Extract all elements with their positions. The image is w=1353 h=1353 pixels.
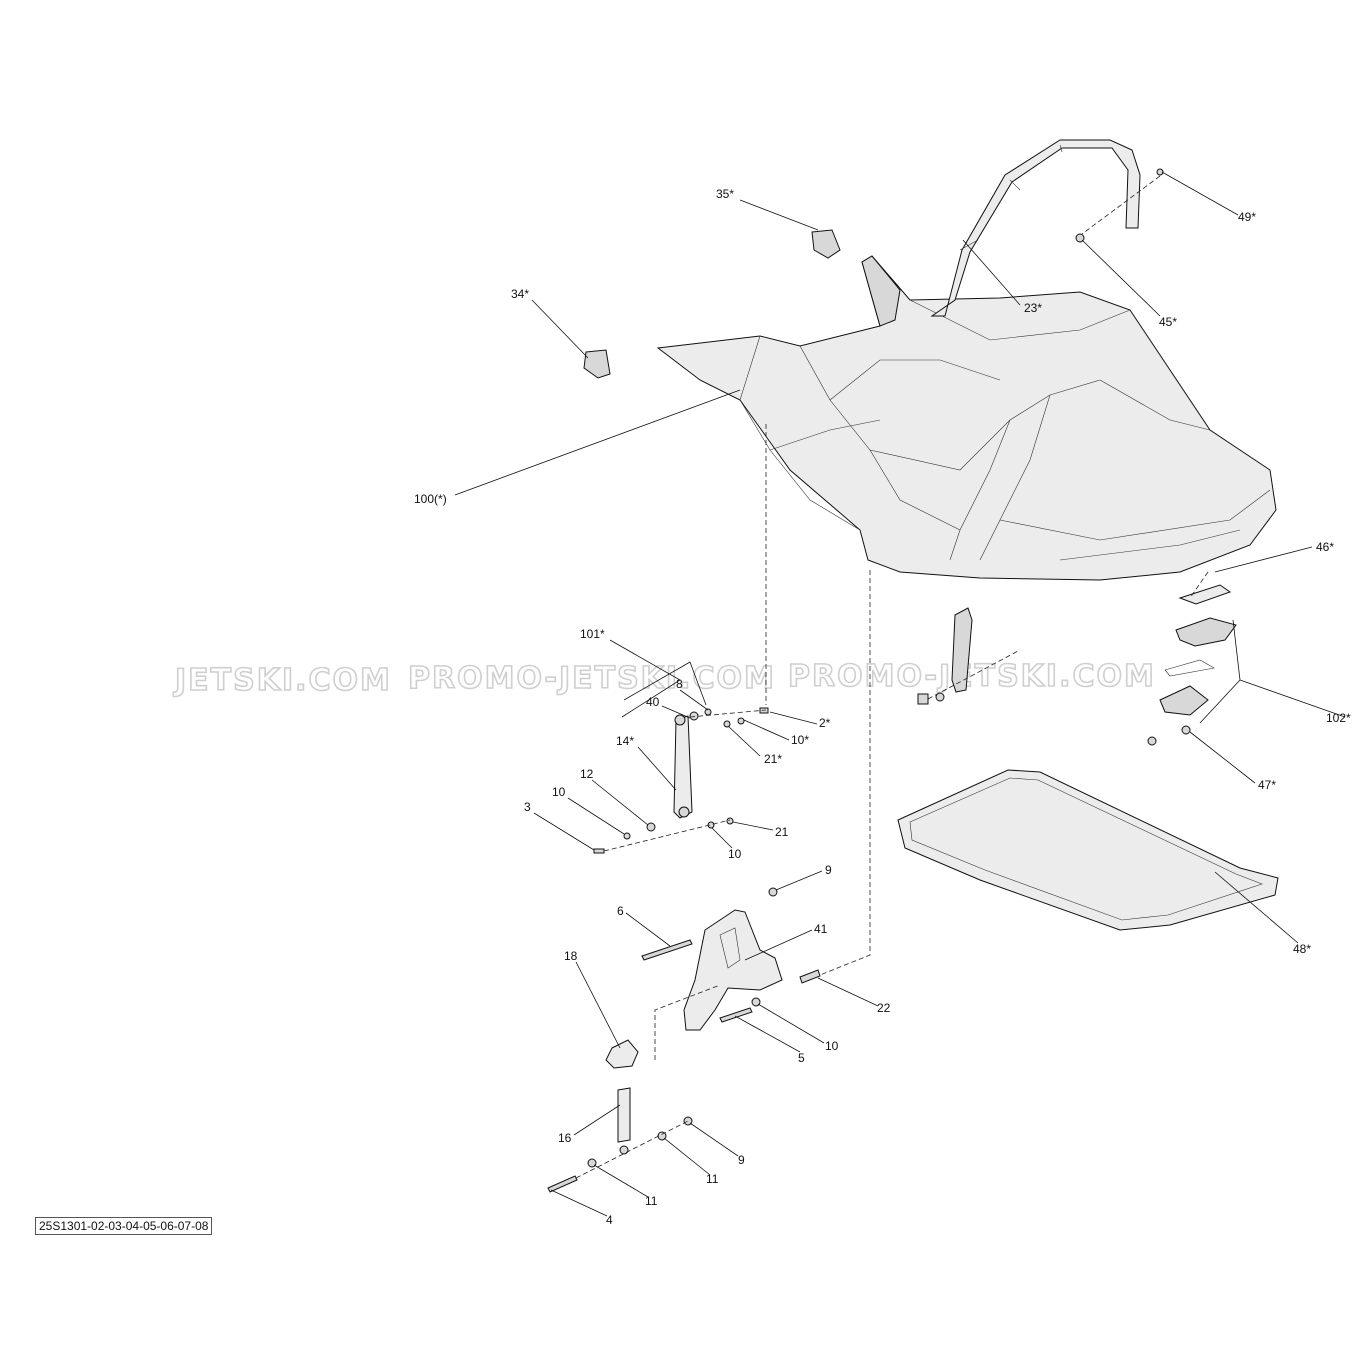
bolt-4-part — [547, 1175, 578, 1193]
callout-23: 23* — [1024, 301, 1042, 315]
seat-part — [656, 255, 1277, 581]
callout-12: 12 — [580, 767, 594, 781]
callout-102: 102* — [1326, 711, 1351, 725]
nut-21b-part — [726, 817, 734, 825]
callout-9b: 9 — [738, 1153, 745, 1167]
watermark-promo-jetski-1: PROMO-JETSKI.COM — [408, 661, 776, 696]
washer-10a-part — [737, 717, 745, 725]
callout-46: 46* — [1316, 540, 1334, 554]
washer-10b-part — [623, 832, 631, 840]
callout-4: 4 — [606, 1213, 613, 1227]
callout-10c: 10 — [728, 847, 742, 861]
bracket-18-part — [605, 1039, 639, 1069]
bushing-40-part — [689, 711, 699, 721]
cap-34-part — [583, 349, 611, 379]
callout-11a: 11 — [706, 1172, 719, 1186]
latch-102-part — [1147, 571, 1237, 746]
callout-35: 35* — [716, 187, 734, 201]
grab-handle-part — [930, 139, 1141, 317]
bolt-5-part — [719, 1007, 753, 1023]
strut-16-part — [617, 1087, 631, 1143]
arm-14-part — [673, 714, 693, 819]
washer-10c-part — [707, 821, 715, 829]
spacer-22-part — [799, 969, 821, 984]
callout-10a: 10* — [791, 733, 809, 747]
callout-100: 100(*) — [414, 492, 447, 506]
bolt-3-part — [593, 848, 605, 854]
callout-21b: 21 — [775, 825, 789, 839]
watermark-jetski: JETSKI.COM — [173, 663, 392, 698]
callout-11b: 11 — [645, 1194, 658, 1208]
callout-40: 40 — [646, 695, 660, 709]
callout-16: 16 — [558, 1131, 572, 1145]
callout-3: 3 — [524, 800, 531, 814]
callout-41: 41 — [814, 922, 828, 936]
watermark-promo-jetski-2: PROMO-JETSKI.COM — [788, 659, 1156, 694]
callout-49: 49* — [1238, 210, 1256, 224]
callout-6: 6 — [617, 904, 624, 918]
leader-lines — [454, 171, 1346, 1217]
callout-18: 18 — [564, 949, 578, 963]
callout-8: 8 — [676, 677, 683, 691]
callout-14: 14* — [616, 734, 634, 748]
callout-21a: 21* — [764, 752, 782, 766]
bushing-12-part — [646, 822, 656, 832]
callout-22: 22 — [877, 1001, 891, 1015]
callout-101: 101* — [580, 627, 605, 641]
callout-48: 48* — [1293, 942, 1311, 956]
bolt-6-part — [641, 939, 693, 961]
cap-35-part — [811, 229, 841, 259]
drawing-code: 25S1301-02-03-04-05-06-07-08 — [35, 1217, 213, 1235]
callout-47: 47* — [1258, 778, 1276, 792]
screw-49-part — [1156, 168, 1164, 176]
nut-9a-part — [768, 887, 778, 897]
callout-5: 5 — [798, 1051, 805, 1065]
bracket-41-part — [683, 909, 783, 1031]
link-arm-right-part — [917, 607, 1021, 705]
callout-2: 2* — [819, 716, 831, 730]
callout-34: 34* — [511, 287, 529, 301]
seal-48-part — [897, 769, 1279, 931]
callout-labels: 35* 49* 34* 23* 45* 100(*) 46* 101* 8 40… — [414, 187, 1351, 1227]
nut-21a-part — [723, 720, 731, 728]
callout-10d: 10 — [825, 1039, 839, 1053]
callout-45: 45* — [1159, 315, 1177, 329]
callout-9a: 9 — [825, 863, 832, 877]
callout-10b: 10 — [552, 785, 566, 799]
